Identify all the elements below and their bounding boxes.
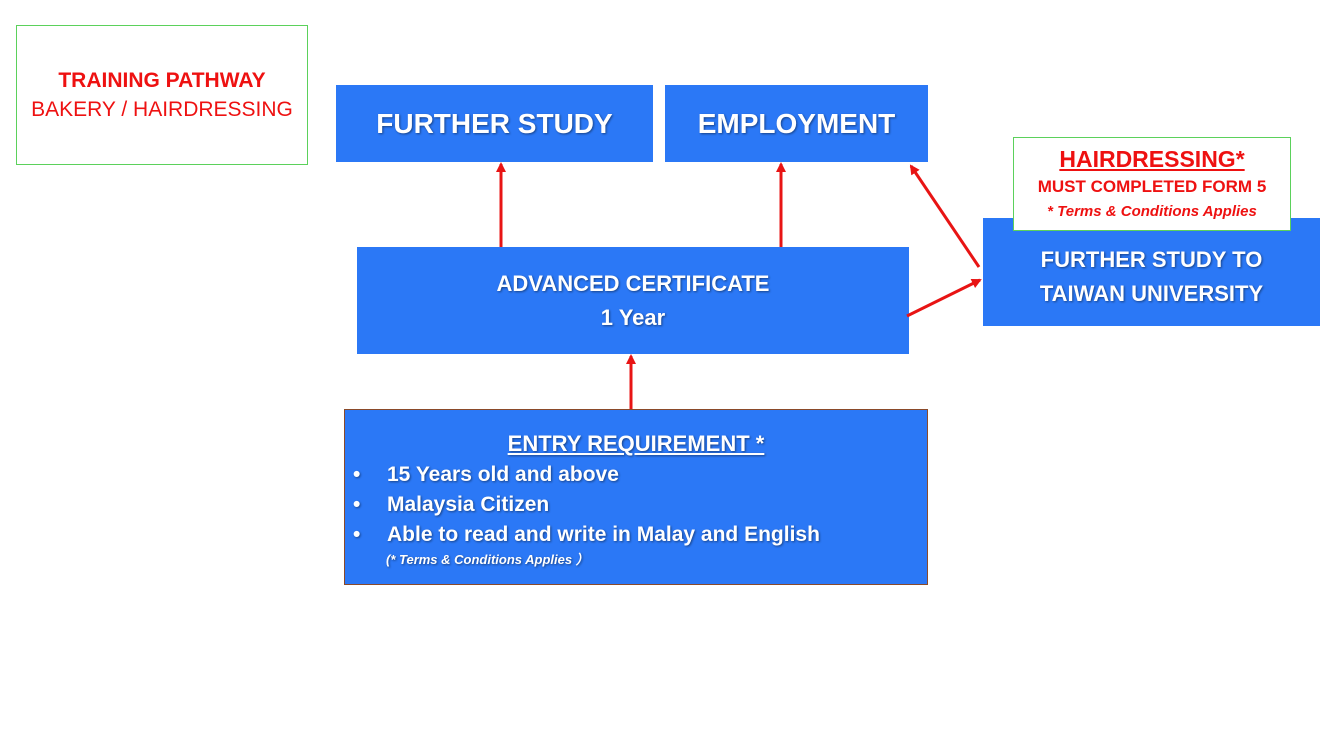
entry-requirement-title: ENTRY REQUIREMENT * [507, 431, 765, 456]
entry-requirement-box: ENTRY REQUIREMENT * • 15 Years old and ab… [344, 409, 928, 585]
pathway-title: TRAINING PATHWAY [58, 69, 266, 92]
requirement-text: Malaysia Citizen [387, 493, 550, 516]
taiwan-university-box: FURTHER STUDY TO TAIWAN UNIVERSITY [983, 218, 1320, 326]
list-item: • Able to read and write in Malay and Eng… [353, 520, 927, 550]
arrow-taiwan-to-employment [909, 164, 981, 268]
employment-box: EMPLOYMENT [665, 85, 928, 162]
list-item: • 15 Years old and above [353, 460, 927, 490]
arrow-advanced-to-taiwan [906, 278, 982, 318]
further-study-label: FURTHER STUDY [376, 107, 613, 139]
entry-requirement-list: • 15 Years old and above • Malaysia Citize… [345, 460, 927, 550]
pathway-subtitle: BAKERY / HAIRDRESSING [31, 98, 293, 121]
advanced-certificate-box: ADVANCED CERTIFICATE 1 Year [357, 247, 909, 354]
further-study-box: FURTHER STUDY [336, 85, 653, 162]
list-item: • Malaysia Citizen [353, 490, 927, 520]
taiwan-line-1: FURTHER STUDY TO [1040, 247, 1263, 272]
hairdressing-terms: * Terms & Conditions Applies [1047, 203, 1257, 220]
hairdressing-requirement: MUST COMPLETED FORM 5 [1037, 177, 1267, 196]
hairdressing-note: HAIRDRESSING* MUST COMPLETED FORM 5 * Te… [1013, 137, 1291, 231]
bullet: • [353, 493, 361, 516]
employment-label: EMPLOYMENT [697, 107, 896, 139]
advanced-certificate-label: ADVANCED CERTIFICATE [496, 270, 770, 296]
entry-terms-note: (* Terms & Conditions Applies ） [386, 552, 589, 567]
taiwan-line-2: TAIWAN UNIVERSITY [1039, 281, 1264, 306]
title-box: TRAINING PATHWAY BAKERY / HAIRDRESSING [16, 25, 308, 165]
hairdressing-heading: HAIRDRESSING* [1059, 146, 1245, 172]
requirement-text: 15 Years old and above [387, 463, 619, 486]
bullet: • [353, 463, 361, 486]
advanced-certificate-duration: 1 Year [600, 304, 666, 330]
bullet: • [353, 523, 361, 546]
requirement-text: Able to read and write in Malay and Engl… [387, 523, 820, 546]
